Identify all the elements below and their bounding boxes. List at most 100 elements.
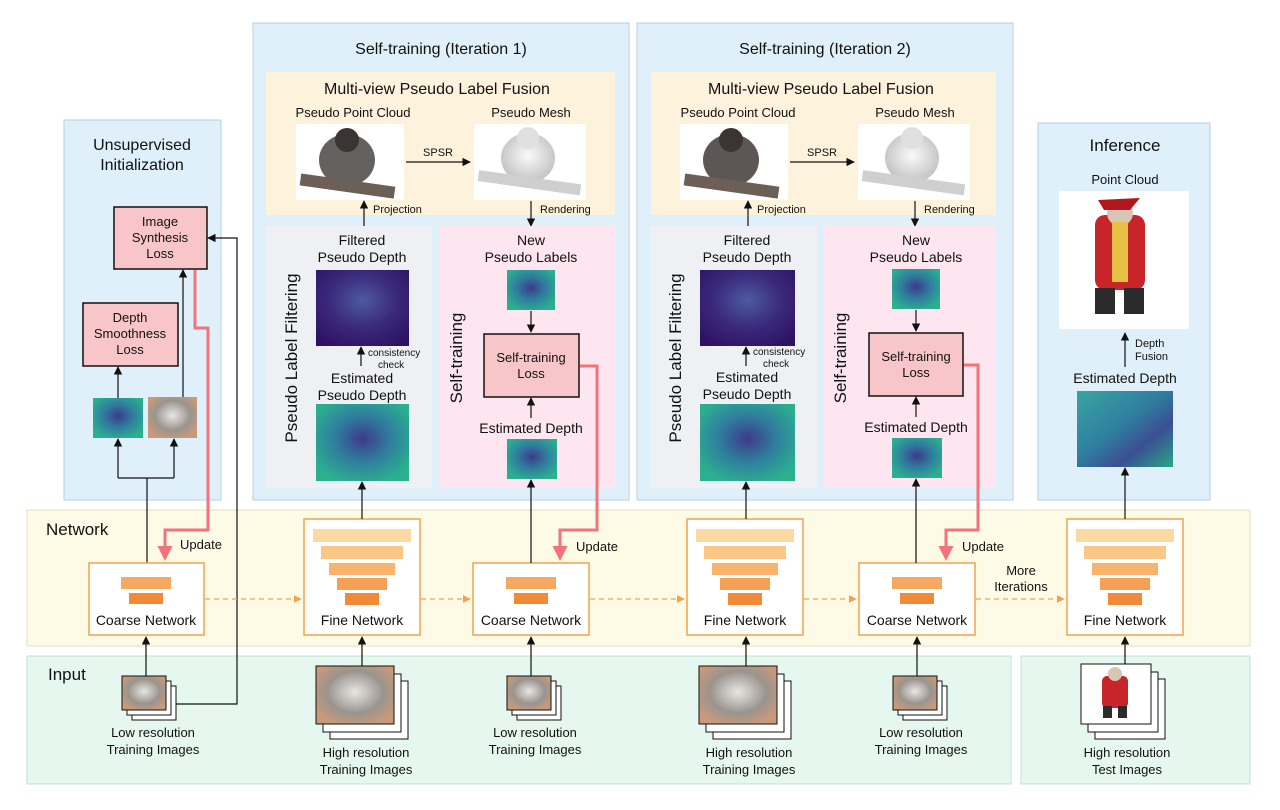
pseudo-label-filtering-side: Pseudo Label Filtering: [282, 273, 301, 442]
pseudo-mesh-label: Pseudo Mesh: [875, 105, 955, 120]
filtered-label-1: Filtered: [724, 232, 771, 248]
update-label: Update: [962, 539, 1004, 554]
low-res-label-2: Training Images: [107, 742, 200, 757]
inference-point-cloud-label: Point Cloud: [1091, 172, 1158, 187]
consistency-label-2: check: [378, 360, 405, 371]
new-pseudo-label-image: [892, 269, 940, 309]
inference-depth-image: [1077, 391, 1173, 467]
network-band: Network: [26, 509, 1251, 647]
depth-fusion-label-1: Depth: [1135, 338, 1164, 350]
filtered-label-2: Pseudo Depth: [703, 249, 792, 265]
low-res-label-2: Training Images: [489, 742, 582, 757]
new-label-2: Pseudo Labels: [485, 249, 578, 265]
pseudo-mesh-label: Pseudo Mesh: [491, 105, 571, 120]
fusion-title: Multi-view Pseudo Label Fusion: [708, 81, 934, 98]
pseudo-point-cloud-label: Pseudo Point Cloud: [296, 105, 411, 120]
new-label-2: Pseudo Labels: [870, 249, 963, 265]
estimated-label-2: Pseudo Depth: [703, 386, 792, 402]
filtered-label-1: Filtered: [339, 232, 386, 248]
filtered-depth-image: [700, 270, 795, 346]
pseudo-label-filtering-side: Pseudo Label Filtering: [666, 273, 685, 442]
inference-title: Inference: [1090, 136, 1161, 155]
low-res-label-2: Training Images: [875, 742, 968, 757]
estimated-depth-label: Estimated Depth: [864, 419, 968, 435]
low-res-image-stack: [892, 675, 938, 711]
high-res-label-1: High resolution: [706, 745, 793, 760]
loss-label-2: Loss: [902, 365, 930, 380]
spsr-label: SPSR: [807, 147, 837, 159]
high-res-label-2: Training Images: [320, 762, 413, 777]
input-label: Input: [48, 665, 86, 684]
loss-label-1: Self-training: [881, 349, 950, 364]
unsup-title-2: Initialization: [100, 157, 184, 174]
iter1-contents: Multi-view Pseudo Label Fusion Pseudo Po…: [266, 72, 615, 488]
depth-smoothness-loss-box: [82, 302, 179, 367]
high-res-image-stack: [698, 665, 778, 725]
iter2-contents: Multi-view Pseudo Label Fusion Pseudo Po…: [651, 72, 996, 488]
loss-label-1: Self-training: [496, 350, 565, 365]
pseudo-point-cloud-label: Pseudo Point Cloud: [681, 105, 796, 120]
depth-loss-3: Loss: [116, 342, 144, 357]
unsup-contents: Image Synthesis Loss Depth Smoothness Lo…: [82, 206, 238, 705]
inference-contents: Point Cloud Depth Fusion Estimated Depth: [1059, 172, 1189, 467]
depth-loss-2: Smoothness: [94, 326, 167, 341]
consistency-label-2: check: [763, 359, 790, 370]
estimated-label-2: Pseudo Depth: [318, 387, 407, 403]
spsr-label: SPSR: [423, 147, 453, 159]
loss-label-2: Loss: [517, 366, 545, 381]
self-training-loss-box: [483, 333, 580, 398]
img-loss-1: Image: [142, 214, 178, 229]
estimated-depth-image: [892, 438, 942, 478]
fine-network-label: Fine Network: [704, 612, 787, 628]
low-res-label-1: Low resolution: [111, 725, 195, 740]
projection-label: Projection: [757, 204, 806, 216]
img-loss-3: Loss: [146, 246, 174, 261]
estimated-pseudo-depth-image: [316, 404, 409, 481]
estimated-label-1: Estimated: [331, 370, 393, 386]
self-training-side: Self-training: [447, 313, 466, 404]
estimated-depth-label: Estimated Depth: [479, 420, 583, 436]
fine-network-label: Fine Network: [321, 612, 404, 628]
new-label-1: New: [517, 232, 546, 248]
high-res-image-stack: [315, 665, 395, 725]
unsup-rgb-image: [148, 397, 197, 438]
depth-fusion-label-2: Fusion: [1135, 351, 1168, 363]
coarse-network-label: Coarse Network: [481, 612, 582, 628]
iter2-title: Self-training (Iteration 2): [739, 41, 911, 58]
image-synthesis-loss-box: [113, 206, 208, 270]
rendering-label: Rendering: [924, 204, 975, 216]
test-label-2: Test Images: [1092, 762, 1163, 777]
update-label: Update: [180, 537, 222, 552]
fine-network-label: Fine Network: [1084, 612, 1167, 628]
high-res-label-1: High resolution: [323, 745, 410, 760]
rendering-label: Rendering: [540, 204, 591, 216]
low-res-image-stack: [506, 675, 552, 711]
network-label: Network: [46, 520, 109, 539]
unsup-title-1: Unsupervised: [93, 137, 191, 154]
estimated-pseudo-depth-image: [700, 404, 795, 481]
projection-label: Projection: [373, 204, 422, 216]
depth-loss-1: Depth: [113, 310, 148, 325]
new-label-1: New: [902, 232, 931, 248]
input-band: Input: [26, 655, 1251, 785]
update-label: Update: [576, 539, 618, 554]
low-res-label-1: Low resolution: [879, 725, 963, 740]
coarse-network-label: Coarse Network: [867, 612, 968, 628]
low-res-image-stack: [121, 675, 167, 711]
test-label-1: High resolution: [1084, 745, 1171, 760]
input-row: Low resolution Training Images High reso…: [107, 636, 1171, 777]
filtered-depth-image: [316, 270, 409, 346]
coarse-network-label: Coarse Network: [96, 612, 197, 628]
low-res-label-1: Low resolution: [493, 725, 577, 740]
inference-estimated-depth-label: Estimated Depth: [1073, 370, 1177, 386]
network-row: Coarse Network Fine Network Coarse Netwo…: [88, 270, 1184, 636]
consistency-label-1: consistency: [753, 347, 805, 358]
img-loss-2: Synthesis: [132, 230, 189, 245]
filtered-label-2: Pseudo Depth: [318, 249, 407, 265]
estimated-depth-image: [507, 439, 557, 479]
new-pseudo-label-image: [507, 270, 555, 310]
high-res-label-2: Training Images: [703, 762, 796, 777]
self-training-side: Self-training: [831, 313, 850, 404]
consistency-label-1: consistency: [368, 348, 420, 359]
